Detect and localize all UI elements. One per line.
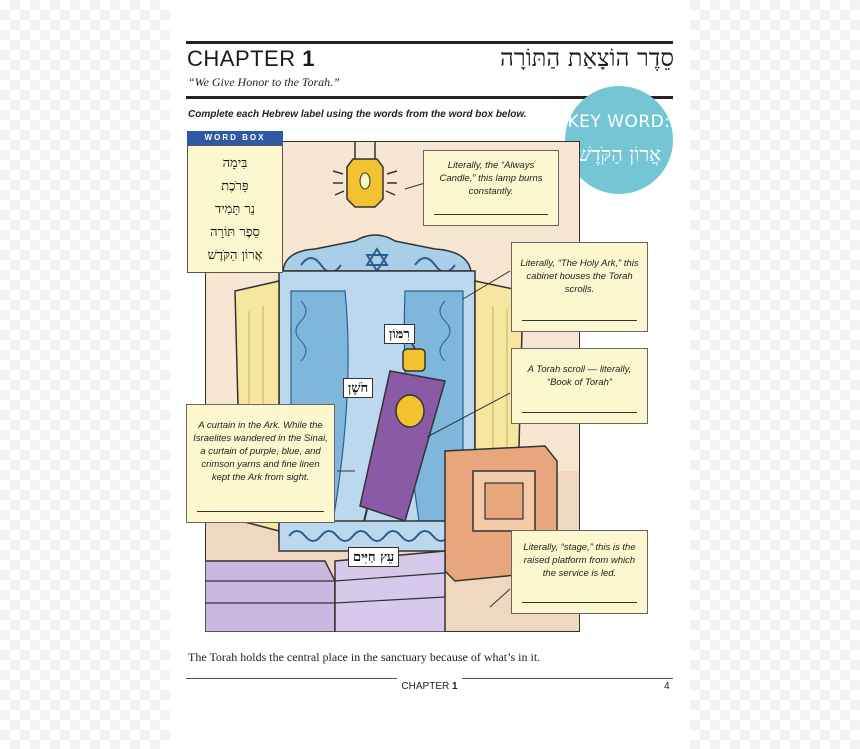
answer-blank[interactable] [522, 602, 637, 603]
word-box-word: סֵפֶר תּוֹרָה [210, 225, 260, 240]
callout-text: A curtain in the Ark. While the Israelit… [193, 420, 328, 483]
label-etz-chaim: עֵץ חַיִּים [348, 547, 400, 567]
choshen-breastplate [395, 394, 425, 428]
chapter-subtitle: “We Give Honor to the Torah.” [188, 75, 340, 89]
answer-blank[interactable] [522, 320, 637, 321]
answer-blank[interactable] [197, 511, 324, 512]
answer-blank[interactable] [434, 214, 548, 215]
footer-chapter-number: 1 [452, 681, 458, 692]
word-box-word: נֵר תָּמִיד [214, 202, 256, 217]
ner-tamid-lamp [332, 158, 398, 208]
header-rule [186, 96, 673, 99]
word-box: בִּימָה פָּרֹכֶת נֵר תָּמִיד סֵפֶר תּוֹר… [187, 145, 283, 273]
callout-aron: Literally, “The Holy Ark,” this cabinet … [511, 242, 648, 332]
label-rimon: רִמּוֹן [384, 324, 415, 344]
chapter-title: CHAPTER 1 [187, 46, 315, 72]
bimah-steps [205, 550, 446, 632]
footer-chapter: CHAPTER 1 [397, 678, 462, 708]
pointer-bimah [489, 588, 511, 608]
callout-text: A Torah scroll — literally, “Book of Tor… [527, 364, 632, 388]
word-box-word: אֲרוֹן הַקֹּדֶשׁ [207, 248, 263, 263]
instructions: Complete each Hebrew label using the wor… [188, 109, 527, 120]
word-box-word: פָּרֹכֶת [221, 179, 249, 194]
pointer-lamp [404, 182, 426, 190]
top-rule [186, 41, 673, 44]
torah-scroll [359, 340, 446, 540]
key-word-hebrew: אֲרוֹן הַקֹּדֶשׁ [576, 142, 662, 166]
word-box-title: WORD BOX [187, 131, 283, 145]
page-number: 4 [664, 681, 670, 692]
chapter-word: CHAPTER [187, 46, 296, 71]
hebrew-title: סֵדֶר הוֹצָאַת הַתּוֹרָה [500, 44, 674, 72]
callout-text: Literally, “stage,” this is the raised p… [523, 542, 636, 579]
callout-parochet: A curtain in the Ark. While the Israelit… [186, 404, 335, 523]
word-box-word: בִּימָה [222, 156, 248, 171]
callout-ner-tamid: Literally, the “Always Candle,” this lam… [423, 150, 559, 226]
callout-torah-scroll: A Torah scroll — literally, “Book of Tor… [511, 348, 648, 424]
callout-text: Literally, “The Holy Ark,” this cabinet … [520, 258, 639, 295]
chapter-number: 1 [302, 46, 315, 71]
footer-chapter-word: CHAPTER [401, 681, 450, 692]
pointer-scroll [426, 392, 511, 438]
label-choshen: חֹשֶׁן [343, 378, 374, 398]
page-caption: The Torah holds the central place in the… [188, 650, 541, 664]
key-word-label: KEY WORD: [567, 112, 671, 132]
answer-blank[interactable] [522, 412, 637, 413]
pointer-ark [462, 270, 511, 300]
key-word-badge: KEY WORD: אֲרוֹן הַקֹּדֶשׁ [565, 86, 673, 194]
callout-text: Literally, the “Always Candle,” this lam… [439, 160, 543, 197]
rimon-crown [402, 348, 426, 372]
callout-bimah: Literally, “stage,” this is the raised p… [511, 530, 648, 614]
ark-base [278, 520, 476, 552]
